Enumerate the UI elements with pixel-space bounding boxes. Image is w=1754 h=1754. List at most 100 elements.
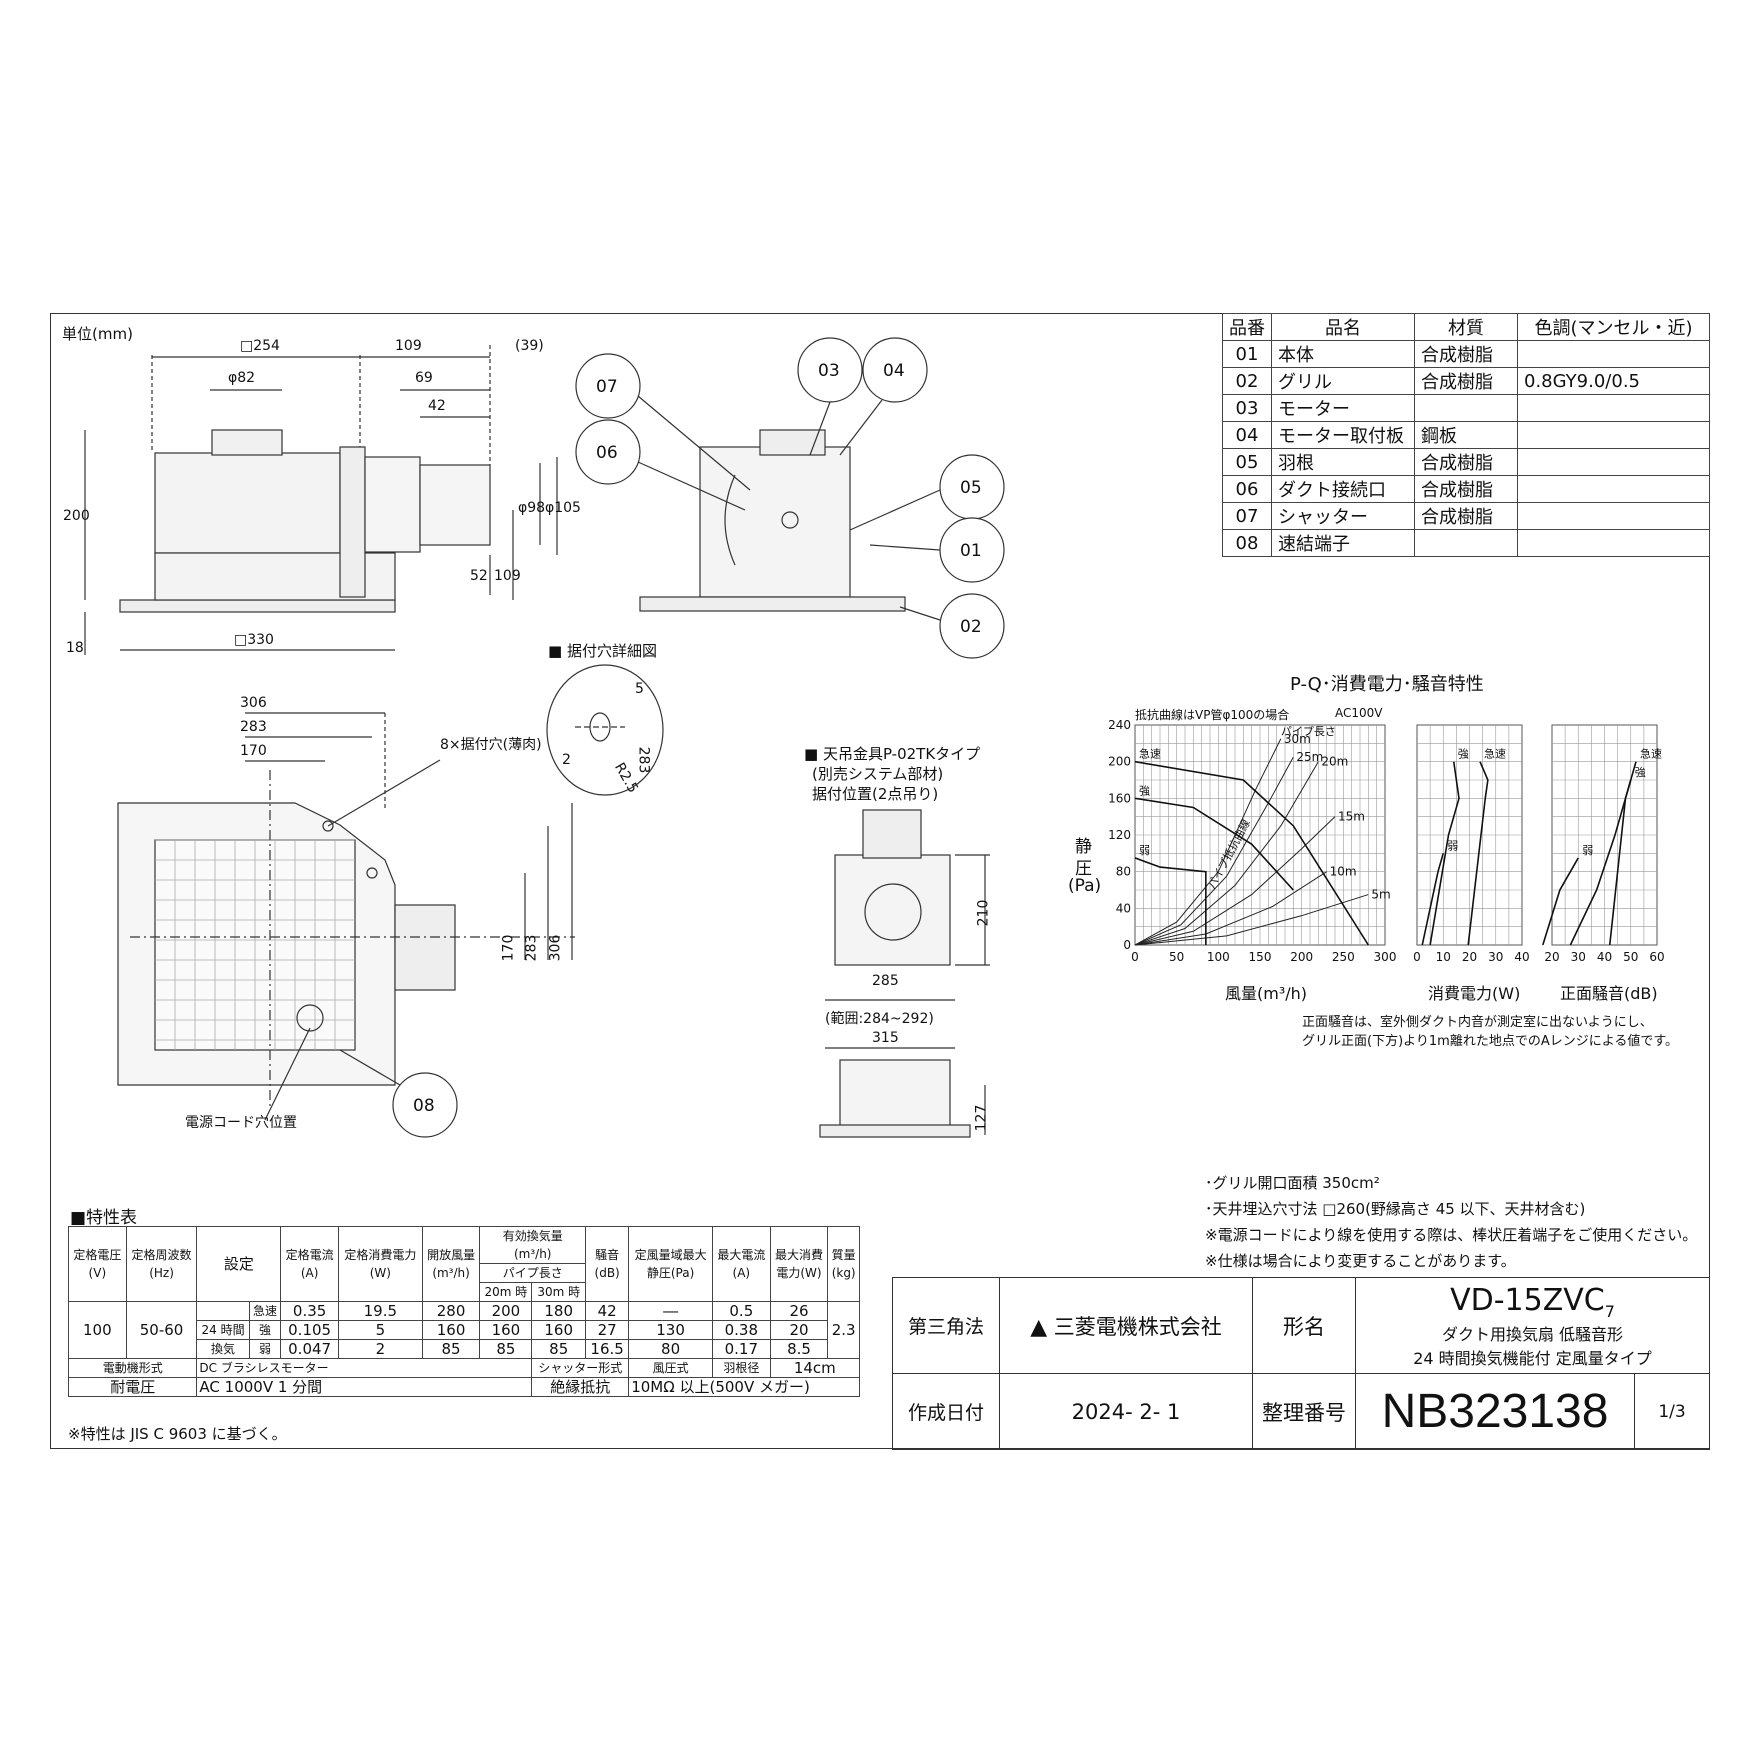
series-line [1134,760,1370,946]
series-label: 急速 [1640,747,1662,761]
x-tick-label: 200 [1290,950,1313,964]
resistance-curve-label: 20m [1321,755,1348,769]
series-label: 弱 [1447,839,1458,852]
series-line [1467,761,1489,946]
doc-number: NB323138 [1355,1373,1635,1450]
x-tick-label: 40 [1597,950,1612,964]
x-tick-label: 20 [1544,950,1559,964]
series-line [1421,853,1445,946]
y-tick-label: 160 [1108,791,1131,805]
spec-footnote: ※特性は JIS C 9603 に基づく。 [68,1425,287,1443]
dim-69: 69 [415,370,433,386]
dim-306v: 306 [547,934,564,962]
series-line [1134,797,1294,891]
y-tick-label: 80 [1116,865,1131,879]
dim-18: 18 [66,640,84,656]
date-value: 2024- 2- 1 [999,1373,1253,1450]
x-tick-label: 60 [1649,950,1664,964]
series-line [1569,779,1632,946]
model-cell: VD-15ZVC7 ダクト用換気扇 低騒音形 24 時間換気機能付 定風量タイプ [1355,1277,1710,1374]
side-view-body [154,452,341,554]
series-line [1429,761,1460,946]
note-3: ※電源コードにより線を使用する際は、棒状圧着端子をご使用ください。 [1205,1226,1698,1244]
title-block: 第三角法 ▲ 三菱電機株式会社 形名 VD-15ZVC7 ダクト用換気扇 低騒音… [892,1277,1710,1450]
spec-table: 定格電圧(V) 定格周波数(Hz) 設定 定格電流(A) 定格消費電力(W) 開… [67,1226,861,1397]
note-2: ･天井埋込穴寸法 □260(野縁高さ 45 以下、天井材含む) [1205,1200,1586,1218]
series-label: 強 [1458,748,1469,761]
callout-04: 04 [883,361,905,381]
dim-306: 306 [240,695,267,711]
mount-hole-note: 8×据付穴(薄肉) [440,737,542,753]
parts-header-row: 品番 品名 材質 色調(マンセル・近) [1222,313,1710,341]
x-tick-label: 40 [1514,950,1529,964]
resistance-curve-label: 5m [1371,888,1390,902]
dim-39: (39) [515,338,544,354]
dim-283: 283 [240,719,267,735]
y-tick-label: 120 [1108,828,1131,842]
x-tick-label: 150 [1249,950,1272,964]
y-tick-label: 200 [1108,755,1131,769]
dim-170v: 170 [500,934,517,962]
dim-109b: 109 [494,568,521,584]
series-label: 強 [1139,784,1150,797]
resistance-curve-label: 10m [1330,865,1357,879]
callout-01: 01 [960,541,982,561]
series-line [1542,857,1579,946]
y-tick-label: 240 [1108,718,1131,732]
resistance-curve [1134,894,1369,946]
series-line [1134,857,1207,945]
note-4: ※仕様は場合により変更することがあります。 [1205,1252,1516,1270]
ylabel-2: 圧 [1075,859,1092,879]
resistance-curve [1134,756,1294,946]
section-view [699,446,851,598]
resistance-curve-label: 15m [1338,810,1365,824]
series-label: 弱 [1582,844,1593,857]
callout-03: 03 [818,361,840,381]
spec-title: ■特性表 [70,1208,138,1228]
dim-283v: 283 [523,934,540,962]
xlabel-power: 消費電力(W) [1428,984,1521,1003]
resistance-curve [1134,816,1336,946]
series-label: 弱 [1139,844,1150,857]
x-tick-label: 20 [1462,950,1477,964]
x-tick-label: 50 [1169,950,1184,964]
y-tick-label: 0 [1123,938,1131,952]
resistance-rotated-label: パイプ抵抗曲線 [1204,817,1253,892]
dim-phi98: φ98 [518,500,546,516]
callout-08: 08 [413,1096,435,1116]
dim-52: 52 [470,568,488,584]
x-tick-label: 50 [1623,950,1638,964]
x-tick-label: 0 [1131,950,1139,964]
xlabel-noise: 正面騒音(dB) [1560,984,1658,1003]
x-tick-label: 30 [1571,950,1586,964]
resistance-curve-label: 30m [1284,732,1311,746]
series-label: 急速 [1139,747,1161,761]
x-tick-label: 10 [1436,950,1451,964]
hole-detail-title: ■ 据付穴詳細図 [548,642,657,660]
x-tick-label: 250 [1332,950,1355,964]
cord-hole-label: 電源コード穴位置 [185,1115,297,1131]
unit-label: 単位(mm) [62,325,133,343]
x-tick-label: 100 [1207,950,1230,964]
chart-title: P-Q･消費電力･騒音特性 [1290,674,1484,695]
note-1: ･グリル開口面積 350cm² [1205,1174,1380,1192]
callout-02: 02 [960,617,982,637]
resistance-curve [1134,738,1282,946]
dim-109: 109 [395,338,422,354]
dim-phi105: φ105 [545,500,581,516]
chart-voltage: AC100V [1335,706,1383,720]
dim-200: 200 [63,508,90,524]
resistance-title: パイプ長さ [1281,725,1336,738]
dim-330: □330 [234,632,274,648]
resistance-curve [1134,871,1327,946]
